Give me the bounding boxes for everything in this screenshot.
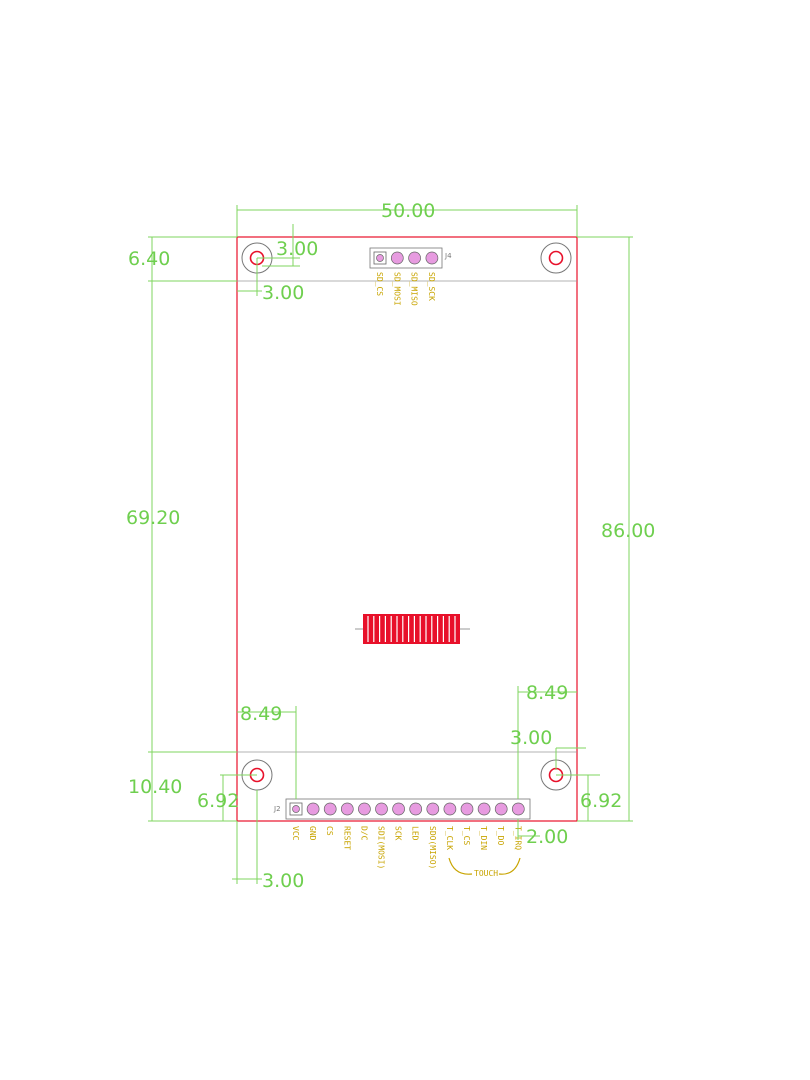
fpc-contacts <box>367 616 456 642</box>
j2-pin-label: T_DIN <box>479 826 488 850</box>
j2-pin-labels: VCC GND CS RESET D/C SDI(MOSI) SCK LED SDO(MISO)… <box>291 826 522 869</box>
dim-left-stack: 6.40 69.20 10.40 <box>126 236 237 822</box>
j2-pin-pad <box>494 802 508 816</box>
dim-header-left-label: 8.49 <box>240 703 282 725</box>
dim-bottom-offset-label: 10.40 <box>128 776 182 798</box>
dim-hole-top-x-label: 3.00 <box>276 238 318 260</box>
dim-header-right: 8.49 <box>517 682 577 799</box>
j4-pin-pad <box>390 251 404 265</box>
dim-width: 50.00 <box>236 200 578 237</box>
j2-pin-pad <box>460 802 474 816</box>
dim-header-bottom-margin: 2.00 <box>517 819 568 848</box>
board-outline <box>236 236 578 822</box>
j2-pin-label: CS <box>325 826 334 836</box>
j2-pin-label: LED <box>411 826 420 841</box>
j2-pin-label: T_CLK <box>445 826 454 850</box>
j2-pin-pad <box>511 802 525 816</box>
j2-pin-pad <box>375 802 388 816</box>
j4-pin-labels: SD_CS SD_MOSI SD_MISO SD_SCK <box>375 272 436 306</box>
j2-pin-label: D/C <box>359 826 368 841</box>
dim-top-offset-label: 6.40 <box>128 248 170 270</box>
j2-pin-pad <box>358 802 371 816</box>
touch-group-bracket: TOUCH <box>448 857 521 878</box>
j2-pin-label: SDO(MISO) <box>428 826 437 869</box>
j4-ref-label: J4 <box>444 252 452 260</box>
dim-header-left: 8.49 <box>237 703 297 799</box>
j2-ref-label: J2 <box>273 805 281 813</box>
j2-pin-label: T_CS <box>462 826 471 845</box>
j4-pin-label: SD_MOSI <box>392 272 401 306</box>
j2-pin-label: SDI(MOSI) <box>377 826 386 869</box>
dim-hole-right-margin: 6.92 <box>556 774 622 822</box>
j2-pin-pad <box>306 802 320 816</box>
j2-pin-label: VCC <box>291 826 300 841</box>
j4-pin-label: SD_CS <box>375 272 384 296</box>
j4-pin-label: SD_SCK <box>427 272 436 301</box>
fpc-connector <box>355 614 470 644</box>
j2-pin-label: GND <box>308 826 317 841</box>
j2-pin-label: RESET <box>342 826 351 850</box>
dim-hole-left-margin-label: 6.92 <box>197 790 239 812</box>
dim-hole-bottom-right-y-label: 3.00 <box>510 727 552 749</box>
j2-pin-pad <box>323 802 337 816</box>
dim-display-height-label: 69.20 <box>126 507 180 529</box>
dim-height-total: 86.00 <box>577 236 655 822</box>
dim-width-label: 50.00 <box>381 200 435 222</box>
j4-pin-pad <box>408 251 421 265</box>
dim-header-right-label: 8.49 <box>526 682 568 704</box>
dim-height-total-label: 86.00 <box>601 520 655 542</box>
dim-hole-bottom-right: 3.00 <box>510 727 586 770</box>
j2-pin-pad <box>340 802 354 816</box>
j2-pin-pad <box>426 802 440 816</box>
j2-pin-label: SCK <box>394 826 403 841</box>
j2-pin-pad <box>392 802 405 816</box>
dim-header-bottom-margin-label: 2.00 <box>526 826 568 848</box>
touch-group-label: TOUCH <box>474 869 498 878</box>
dim-hole-top-y-label: 3.00 <box>262 282 304 304</box>
header-j2: J2 VCC GND CS RESET D/C SDI(MOSI) SCK LED SDO(MI… <box>273 798 531 869</box>
dim-hole-left-margin: 6.92 <box>197 774 257 822</box>
dim-hole-bottom-x-label: 3.00 <box>262 870 304 892</box>
header-j4: J4 SD_CS SD_MOSI SD_MISO SD_SCK <box>369 247 452 306</box>
j2-pin-label: T_DO <box>496 826 505 845</box>
dim-hole-bottom-x: 3.00 <box>232 790 304 892</box>
j4-pin-label: SD_MISO <box>410 272 419 306</box>
j2-pin-pad <box>477 802 491 816</box>
dim-hole-top-left: 3.00 3.00 <box>237 224 318 304</box>
j2-pin-pad <box>443 802 457 816</box>
j2-pin-pad <box>409 802 423 816</box>
dim-hole-right-margin-label: 6.92 <box>580 790 622 812</box>
mounting-hole-top-right <box>540 242 572 274</box>
j4-pin-pad <box>425 251 439 265</box>
